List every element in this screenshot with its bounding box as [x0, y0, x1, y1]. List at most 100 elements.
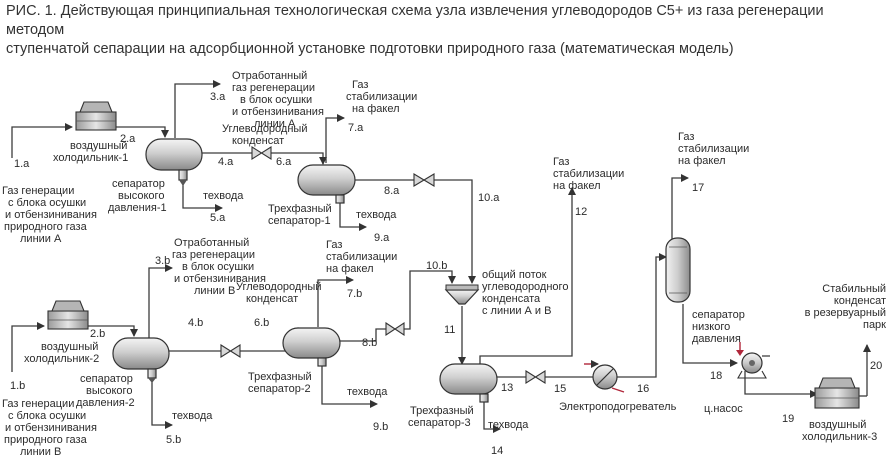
high-pressure-separator-2: [112, 337, 170, 383]
line-b-piping: [11, 264, 456, 429]
stable-condensate-label: парк: [863, 319, 886, 331]
inlet-a-label: линии А: [20, 233, 62, 245]
stream-number: 1.b: [10, 380, 25, 392]
inlet-b-label: и отбензинивания: [5, 422, 97, 434]
air-cooler-1: [75, 101, 117, 131]
process-water-label: техвода: [347, 386, 388, 398]
air-cooler-3-label: воздушный: [809, 419, 866, 431]
stream-number: 7.а: [348, 122, 364, 134]
stream-number: 3.а: [210, 91, 226, 103]
hp-separator-2-label: сепаратор: [80, 373, 133, 385]
figure-title: РИС. 1. Действующая принципиальная техно…: [6, 2, 878, 59]
air-cooler-1-label: холодильник-1: [53, 152, 128, 164]
common-stream-label: конденсата: [482, 293, 541, 305]
process-water-label: техвода: [172, 410, 213, 422]
stable-condensate-label: Стабильный: [822, 283, 886, 295]
figure-title-prefix: РИС. 1.: [6, 3, 57, 19]
three-phase-separator-1: [297, 164, 356, 204]
flare-gas-12-label: на факел: [553, 180, 601, 192]
stream-number: 4.b: [188, 317, 203, 329]
stream-number: 1.а: [14, 158, 30, 170]
stream-number: 2.b: [90, 328, 105, 340]
flare-gas-7b-label: на факел: [326, 263, 374, 275]
stream-number: 6.b: [254, 317, 269, 329]
flare-gas-12-label: Газ: [553, 156, 569, 168]
air-cooler-3: [814, 377, 867, 409]
flare-gas-7a-label: стабилизации: [346, 91, 417, 103]
stream-number: 18: [710, 370, 722, 382]
lp-separator-label: давления: [692, 333, 741, 345]
stream-number: 14: [491, 445, 503, 457]
stream-number: 7.b: [347, 288, 362, 300]
spent-gas-a-label: Отработанный: [232, 70, 307, 82]
flare-gas-17-label: Газ: [678, 131, 694, 143]
condensate-b-label: Углеводородный: [236, 281, 321, 293]
stream-number: 9.b: [373, 421, 388, 433]
three-phase-separator-2-label: сепаратор-2: [248, 383, 311, 395]
centrifugal-pump-icon: [736, 342, 770, 379]
stable-condensate-label: в резервуарный: [805, 307, 886, 319]
hp-separator-1-label: давления-1: [108, 202, 167, 214]
three-phase-separator-3-label: Трехфазный: [410, 405, 474, 417]
hp-separator-2-label: давления-2: [76, 397, 135, 409]
flare-gas-12-label: стабилизации: [553, 168, 624, 180]
process-water-label: техвода: [203, 190, 244, 202]
stream-number: 5.а: [210, 212, 226, 224]
air-cooler-2-label: воздушный: [41, 341, 98, 353]
condensate-mixer: [444, 284, 480, 305]
figure-title-line2: ступенчатой сепарации на адсорбционной у…: [6, 41, 734, 57]
stream-number: 8.а: [384, 185, 400, 197]
three-phase-separator-3-label: сепаратор-3: [408, 417, 471, 429]
stream-number: 5.b: [166, 434, 181, 446]
pump-label: ц.насос: [704, 403, 743, 415]
spent-gas-b-label: в блок осушки: [182, 261, 254, 273]
hp-separator-2-label: высокого: [86, 385, 132, 397]
inlet-b-label: линии В: [20, 446, 61, 458]
common-piping: [458, 174, 871, 433]
three-phase-separator-2: [282, 327, 341, 367]
air-cooler-3-label: холодильник-3: [802, 431, 877, 443]
inlet-a-label: Газ генерации: [2, 185, 74, 197]
process-water-label: техвода: [488, 419, 529, 431]
hp-separator-1-label: сепаратор: [112, 178, 165, 190]
spent-gas-a-label: газ регенерации: [232, 82, 315, 94]
inlet-b-label: Газ генерации: [2, 398, 74, 410]
stream-number: 11: [444, 324, 455, 336]
hp-separator-1-label: высокого: [118, 190, 164, 202]
condensate-b-label: конденсат: [246, 293, 298, 305]
common-stream-label: углеводородного: [482, 281, 568, 293]
stream-number: 17: [692, 182, 704, 194]
three-phase-separator-3: [439, 363, 498, 403]
diagram-labels: Газ генерации с блока осушки и отбензини…: [2, 70, 886, 458]
air-cooler-2: [47, 300, 89, 330]
spent-gas-b-label: линии В: [194, 285, 235, 297]
stream-number: 6.а: [276, 156, 292, 168]
stream-number: 16: [637, 383, 649, 395]
stream-number: 2.а: [120, 133, 136, 145]
stream-number: 9.а: [374, 232, 390, 244]
low-pressure-separator: [665, 237, 691, 303]
common-stream-label: с линии А и В: [482, 305, 551, 317]
inlet-b-label: с блока осушки: [8, 410, 86, 422]
spent-gas-b-label: и отбензинивания: [174, 273, 266, 285]
three-phase-separator-2-label: Трехфазный: [248, 371, 312, 383]
stream-number: 8.b: [362, 337, 377, 349]
stable-condensate-label: конденсат: [834, 295, 886, 307]
condensate-a-label: Углеводородный: [222, 123, 307, 135]
high-pressure-separator-1: [145, 138, 203, 186]
figure-title-line1: Действующая принципиальная технологическ…: [6, 3, 824, 38]
lp-separator-label: низкого: [692, 321, 730, 333]
stream-numbers: 1.а 2.а 3.а 4.а 5.а 6.а 7.а 8.а 9.а 10.а…: [10, 91, 882, 457]
flare-gas-7b-label: стабилизации: [326, 251, 397, 263]
stream-number: 15: [554, 383, 566, 395]
process-water-label: техвода: [356, 209, 397, 221]
spent-gas-a-label: и отбензинивания: [232, 106, 324, 118]
common-stream-label: общий поток: [482, 269, 547, 281]
valve-icon: [220, 344, 241, 358]
inlet-a-label: и отбензинивания: [5, 209, 97, 221]
stream-number: 13: [501, 382, 513, 394]
stream-number: 10.b: [426, 260, 447, 272]
three-phase-separator-1-label: Трехфазный: [268, 203, 332, 215]
valve-icon: [251, 146, 272, 160]
